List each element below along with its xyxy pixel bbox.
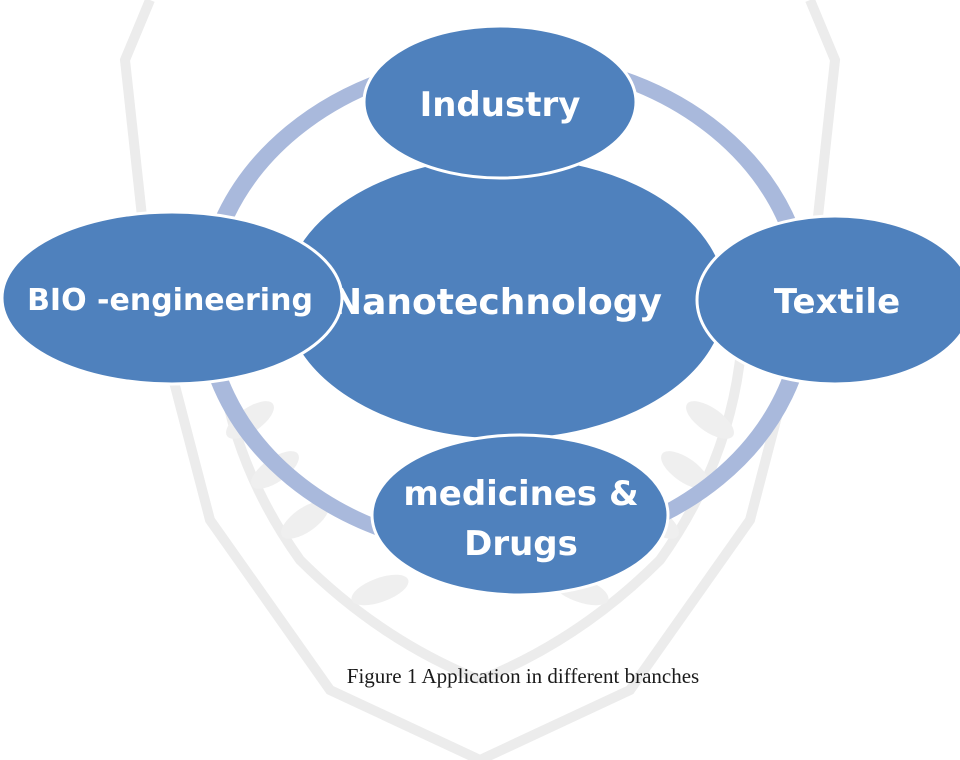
node-industry-shape <box>362 24 638 180</box>
node-medicines-drugs-label-line1: medicines & <box>403 474 638 514</box>
node-bio-engineering: BIO -engineering <box>0 210 344 386</box>
node-medicines-drugs-shape <box>370 433 670 597</box>
node-textile: Textile <box>695 214 960 386</box>
center-node: Nanotechnology <box>281 154 729 442</box>
node-textile-label: Textile <box>774 282 900 322</box>
node-medicines-drugs-label-line2: Drugs <box>464 524 578 564</box>
node-textile-shape <box>695 214 960 386</box>
node-industry-label: Industry <box>420 85 581 125</box>
node-bio-engineering-shape <box>0 210 344 386</box>
figure-caption: Figure 1 Application in different branch… <box>346 664 700 688</box>
center-node-label: Nanotechnology <box>332 282 662 323</box>
node-medicines-drugs: medicines & Drugs <box>370 433 670 597</box>
node-bio-engineering-label: BIO -engineering <box>27 283 313 318</box>
node-industry: Industry <box>362 24 638 180</box>
